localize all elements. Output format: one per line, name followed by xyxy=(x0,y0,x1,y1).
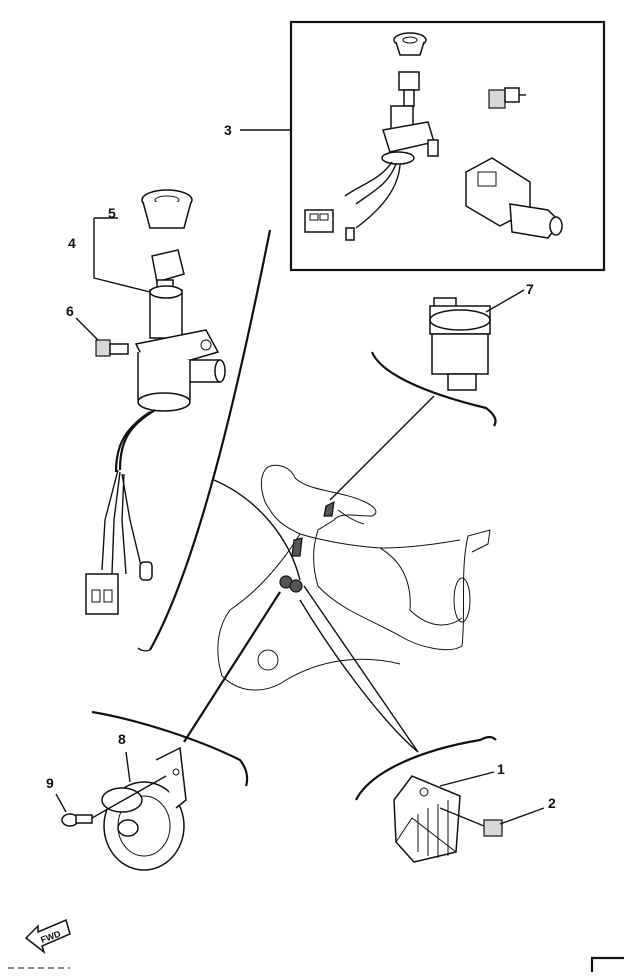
inset-switch-body xyxy=(304,105,439,241)
leader-arc-regulator xyxy=(299,599,419,753)
fwd-arrow-icon: FWD xyxy=(24,918,71,955)
callout-9: 9 xyxy=(46,775,54,791)
horn-part-8 xyxy=(91,710,249,871)
callout-3: 3 xyxy=(224,122,232,138)
scooter-outline xyxy=(217,464,491,691)
relay-part-7 xyxy=(329,289,525,501)
callout-4: 4 xyxy=(68,235,76,251)
screw-part-9 xyxy=(55,775,167,827)
bolt-part-2 xyxy=(483,807,545,837)
callout-2: 2 xyxy=(548,795,556,811)
boundary-arc-left xyxy=(149,229,272,651)
bolt-part-6 xyxy=(75,317,129,357)
callout-6: 6 xyxy=(66,303,74,319)
callout-labels: 1 2 3 4 5 6 7 8 9 xyxy=(46,122,556,811)
callout-1: 1 xyxy=(497,761,505,777)
callout-7: 7 xyxy=(526,281,534,297)
inset-lock-cylinder xyxy=(465,157,563,239)
inset-key xyxy=(398,71,420,107)
regulator-part-1 xyxy=(355,735,497,863)
main-switch-assembly xyxy=(85,189,226,615)
callout-8: 8 xyxy=(118,731,126,747)
callout-5: 5 xyxy=(108,205,116,221)
corner-mark xyxy=(590,956,624,972)
leader-to-horn xyxy=(183,591,281,743)
leader-to-regulator xyxy=(303,585,419,753)
inset-cap xyxy=(393,32,427,56)
inset-kit-box xyxy=(289,20,606,272)
inset-bolt xyxy=(488,87,526,109)
arc-from-switch xyxy=(213,479,301,581)
